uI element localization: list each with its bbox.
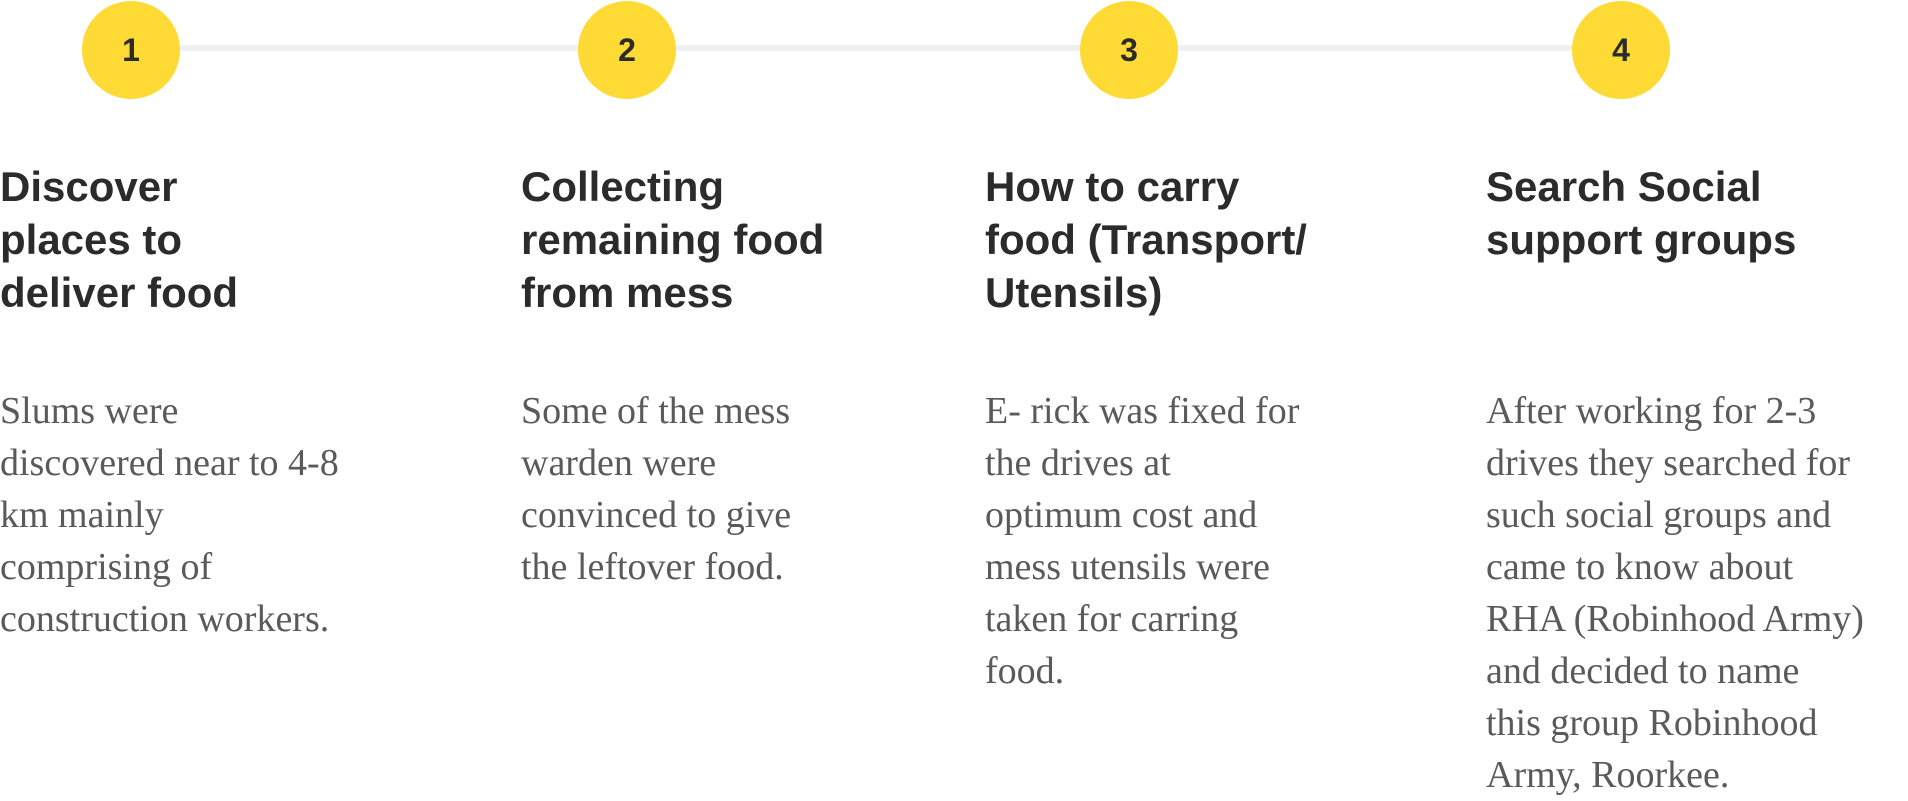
- step-1-title: Discover places to deliver food: [0, 160, 238, 319]
- step-2-description-line: Some of the mess: [521, 390, 791, 432]
- step-3-title-line: Utensils): [985, 269, 1163, 316]
- step-1-description-line: Slums were: [0, 390, 179, 432]
- step-3-title-line: How to carry: [985, 163, 1240, 210]
- step-2: Collecting remaining food from mess Some…: [521, 160, 824, 588]
- step-4-title-line: support groups: [1486, 216, 1797, 263]
- step-1-title-line: Discover: [0, 163, 178, 210]
- step-4-description-line: this group Robinhood: [1486, 702, 1818, 744]
- step-2-description-line: warden were: [521, 442, 717, 484]
- step-1-title-line: deliver food: [0, 269, 239, 316]
- step-4-description-line: came to know about: [1486, 546, 1794, 588]
- step-4-title-line: Search Social: [1486, 163, 1762, 210]
- step-3-description-line: E- rick was fixed for: [985, 390, 1300, 432]
- step-1-description-line: construction workers.: [0, 598, 330, 640]
- step-1-number: 1: [122, 31, 140, 68]
- step-2-title-line: from mess: [521, 269, 734, 316]
- step-4-badge: 4: [1572, 1, 1670, 99]
- step-3-title: How to carry food (Transport/ Utensils): [985, 160, 1307, 319]
- step-4-title: Search Social support groups: [1486, 160, 1796, 266]
- step-4-description-line: After working for 2-3: [1486, 390, 1817, 432]
- step-1-description-line: discovered near to 4-8: [0, 442, 339, 484]
- step-3-badge: 3: [1080, 1, 1178, 99]
- step-3-description-line: mess utensils were: [985, 546, 1270, 588]
- step-1-description-line: comprising of: [0, 546, 213, 588]
- step-3-description-line: optimum cost and: [985, 494, 1258, 536]
- step-3-title-line: food (Transport/: [985, 216, 1307, 263]
- step-1-description: Slums were discovered near to 4-8 km mai…: [0, 385, 339, 645]
- step-4-description-line: drives they searched for: [1486, 442, 1851, 484]
- step-3-description-line: taken for carring: [985, 598, 1239, 640]
- step-1-title-line: places to: [0, 216, 183, 263]
- step-4: Search Social support groups After worki…: [1486, 160, 1864, 796]
- step-2-title-line: remaining food: [521, 216, 825, 263]
- step-3-description-line: the drives at: [985, 442, 1171, 484]
- step-4-description-line: Army, Roorkee.: [1486, 754, 1730, 796]
- timeline-track: [131, 45, 1621, 51]
- step-2-description-line: the leftover food.: [521, 546, 784, 588]
- step-4-description: After working for 2-3 drives they search…: [1486, 385, 1864, 801]
- step-1: Discover places to deliver food Slums we…: [0, 160, 339, 640]
- step-3-description: E- rick was fixed for the drives at opti…: [985, 385, 1299, 697]
- step-3-description-line: food.: [985, 650, 1065, 692]
- step-2-badge: 2: [578, 1, 676, 99]
- step-2-title: Collecting remaining food from mess: [521, 160, 824, 319]
- step-2-description: Some of the mess warden were convinced t…: [521, 385, 791, 593]
- step-4-description-line: RHA (Robinhood Army): [1486, 598, 1864, 640]
- step-4-description-line: such social groups and: [1486, 494, 1832, 536]
- step-1-description-line: km mainly: [0, 494, 164, 536]
- step-2-description-line: convinced to give: [521, 494, 792, 536]
- step-4-number: 4: [1612, 31, 1630, 68]
- step-2-title-line: Collecting: [521, 163, 725, 210]
- step-3: How to carry food (Transport/ Utensils) …: [985, 160, 1307, 692]
- step-2-number: 2: [618, 31, 636, 68]
- step-1-badge: 1: [82, 1, 180, 99]
- step-4-description-line: and decided to name: [1486, 650, 1800, 692]
- step-3-number: 3: [1120, 31, 1138, 68]
